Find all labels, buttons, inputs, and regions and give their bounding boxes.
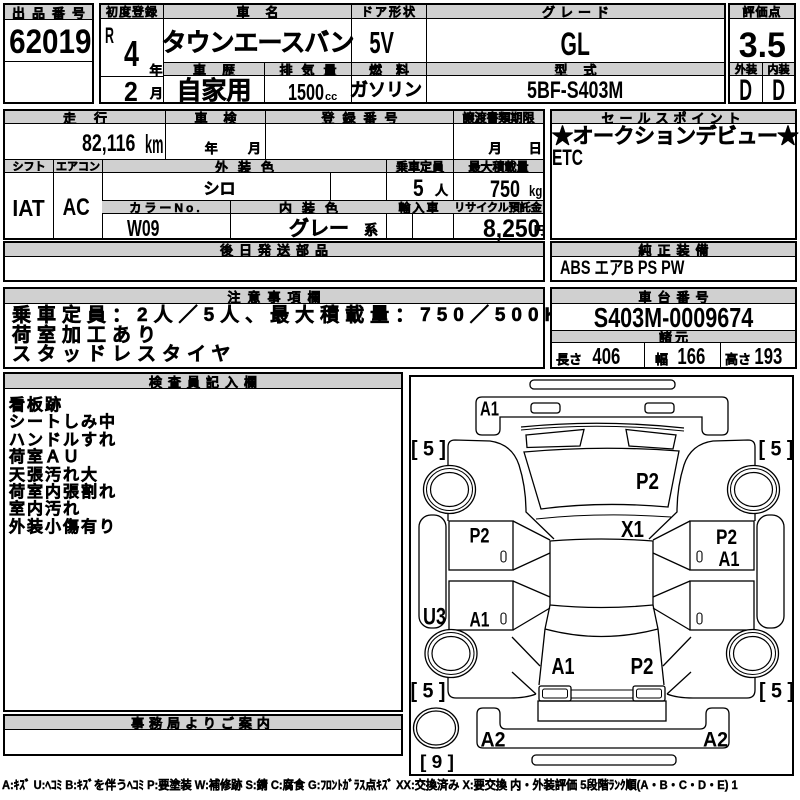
svg-text:[ 5 ]: [ 5 ] [759,437,794,461]
svg-text:[ 5 ]: [ 5 ] [411,679,446,703]
svg-text:A1: A1 [470,609,490,632]
svg-text:X1: X1 [621,516,644,542]
svg-text:P2: P2 [636,468,659,494]
svg-text:P2: P2 [470,525,490,548]
svg-text:P2: P2 [716,526,737,549]
svg-text:A2: A2 [703,729,728,752]
svg-text:A2: A2 [481,729,506,752]
svg-text:A1: A1 [480,399,499,421]
svg-text:P2: P2 [631,653,654,679]
svg-text:A1: A1 [552,653,575,679]
svg-text:U3: U3 [423,604,446,631]
svg-text:[ 9 ]: [ 9 ] [420,752,454,772]
svg-text:A1: A1 [719,548,740,571]
svg-text:[ 5 ]: [ 5 ] [759,679,794,703]
svg-text:[ 5 ]: [ 5 ] [411,437,446,461]
